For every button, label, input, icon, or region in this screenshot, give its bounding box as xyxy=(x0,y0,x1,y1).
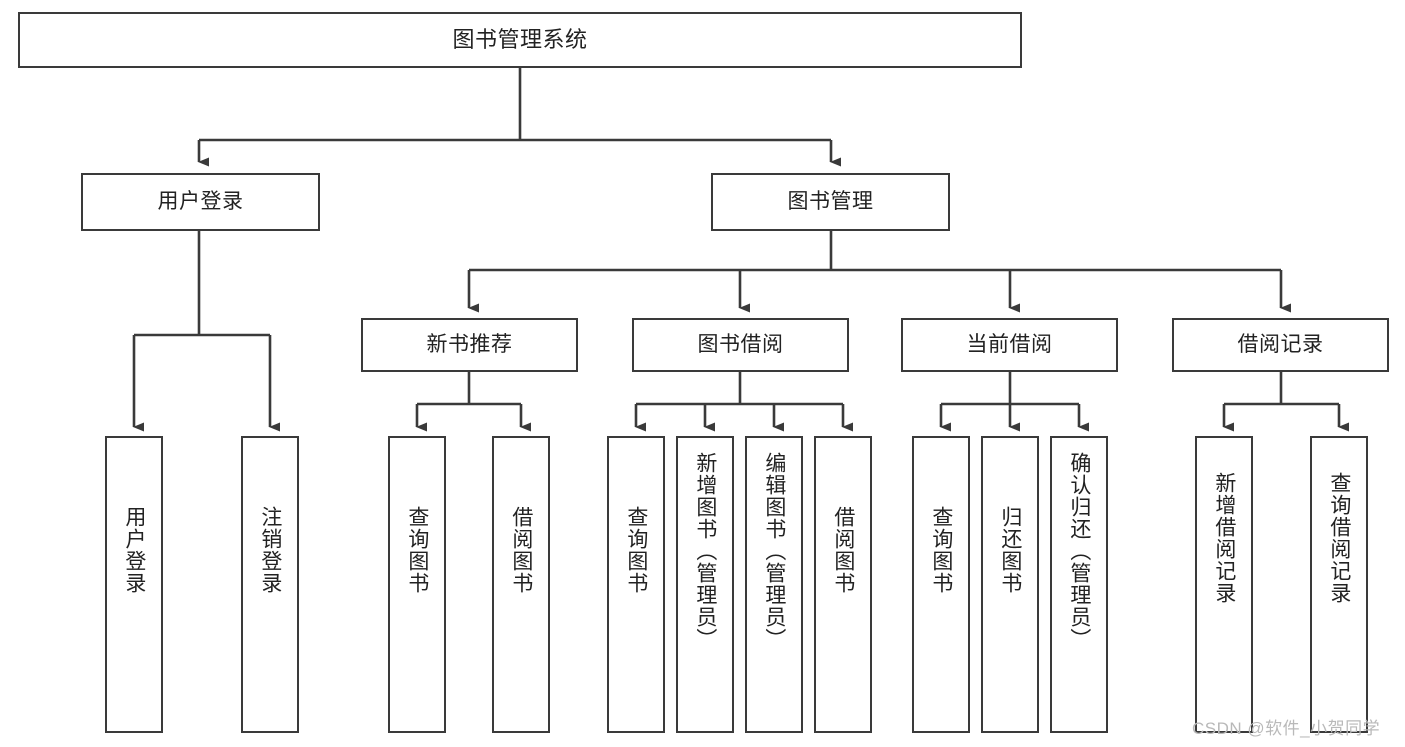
node-leaf-user-login[interactable]: 用户登录 xyxy=(105,436,163,733)
node-user-login[interactable]: 用户登录 xyxy=(81,173,320,231)
node-borrow-record[interactable]: 借阅记录 xyxy=(1172,318,1389,372)
node-leaf-borrow-book-nb-label: 借阅图书 xyxy=(509,506,533,594)
node-leaf-edit-book-admin-label: 编辑图书（管理员） xyxy=(762,452,786,650)
csdn-watermark: CSDN @软件_小贺同学 xyxy=(1192,719,1381,738)
node-current-borrow-label: 当前借阅 xyxy=(966,333,1053,357)
node-leaf-borrow-book-bb[interactable]: 借阅图书 xyxy=(814,436,872,733)
node-leaf-logout-label: 注销登录 xyxy=(258,506,282,594)
node-leaf-query-borrow-record[interactable]: 查询借阅记录 xyxy=(1310,436,1368,733)
node-leaf-query-book-cb[interactable]: 查询图书 xyxy=(912,436,970,733)
node-leaf-query-book-bb-label: 查询图书 xyxy=(624,506,648,594)
node-leaf-query-book-nb-label: 查询图书 xyxy=(405,506,429,594)
node-leaf-confirm-return-admin-label: 确认归还（管理员） xyxy=(1067,452,1091,650)
node-leaf-borrow-book-nb[interactable]: 借阅图书 xyxy=(492,436,550,733)
node-leaf-return-book[interactable]: 归还图书 xyxy=(981,436,1039,733)
node-user-login-label: 用户登录 xyxy=(157,190,244,214)
node-leaf-query-book-bb[interactable]: 查询图书 xyxy=(607,436,665,733)
node-root-label: 图书管理系统 xyxy=(452,26,588,52)
node-root-book-management-system[interactable]: 图书管理系统 xyxy=(18,12,1022,68)
node-leaf-edit-book-admin[interactable]: 编辑图书（管理员） xyxy=(745,436,803,733)
node-book-borrow-label: 图书借阅 xyxy=(697,333,784,357)
node-new-book-recommend-label: 新书推荐 xyxy=(426,333,513,357)
node-leaf-add-book-admin[interactable]: 新增图书（管理员） xyxy=(676,436,734,733)
node-borrow-record-label: 借阅记录 xyxy=(1237,333,1324,357)
node-leaf-query-book-cb-label: 查询图书 xyxy=(929,506,953,594)
node-leaf-user-login-label: 用户登录 xyxy=(122,506,146,594)
node-book-management-label: 图书管理 xyxy=(787,190,874,214)
node-leaf-borrow-book-bb-label: 借阅图书 xyxy=(831,506,855,594)
node-leaf-add-borrow-record-label: 新增借阅记录 xyxy=(1212,472,1236,604)
node-leaf-logout[interactable]: 注销登录 xyxy=(241,436,299,733)
node-leaf-query-borrow-record-label: 查询借阅记录 xyxy=(1327,472,1351,604)
node-book-management[interactable]: 图书管理 xyxy=(711,173,950,231)
node-leaf-query-book-nb[interactable]: 查询图书 xyxy=(388,436,446,733)
node-book-borrow[interactable]: 图书借阅 xyxy=(632,318,849,372)
node-current-borrow[interactable]: 当前借阅 xyxy=(901,318,1118,372)
node-leaf-return-book-label: 归还图书 xyxy=(998,506,1022,594)
node-leaf-confirm-return-admin[interactable]: 确认归还（管理员） xyxy=(1050,436,1108,733)
node-new-book-recommend[interactable]: 新书推荐 xyxy=(361,318,578,372)
node-leaf-add-borrow-record[interactable]: 新增借阅记录 xyxy=(1195,436,1253,733)
node-leaf-add-book-admin-label: 新增图书（管理员） xyxy=(693,452,717,650)
